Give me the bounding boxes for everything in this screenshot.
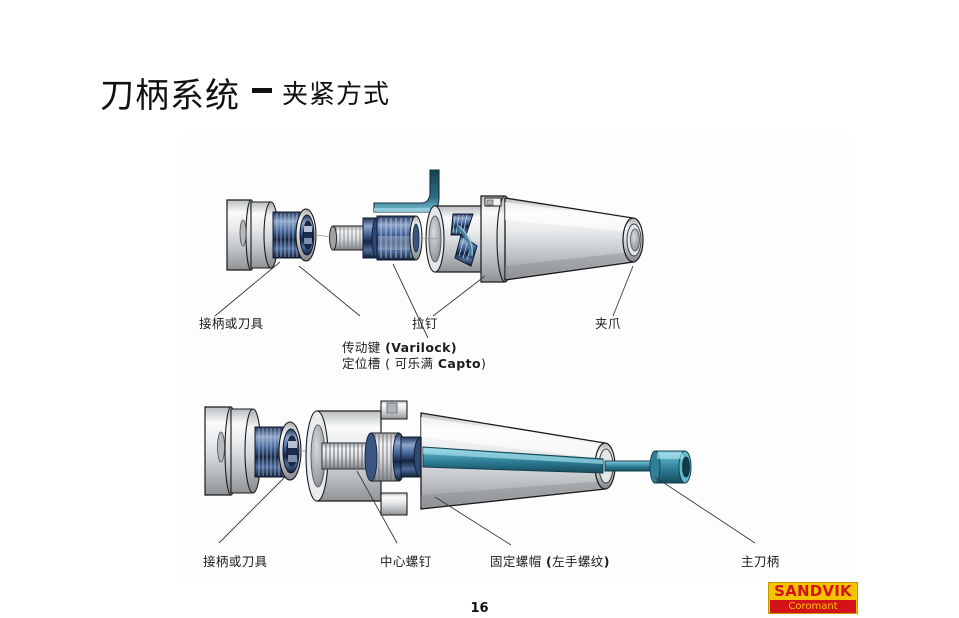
label-drive-key-line: 传动键 (Varilock) <box>342 340 457 355</box>
page-title: 刀柄系统 夹紧方式 <box>100 68 390 117</box>
figure-top-taper-clamping <box>185 140 845 375</box>
label-drive-key-locating-slot: 传动键 (Varilock) 定位槽 ( 可乐满 Capto) <box>342 340 486 372</box>
logo-brand-text: SANDVIK <box>774 582 852 600</box>
sandvik-coromant-logo: SANDVIK Coromant <box>768 582 858 614</box>
fixing-nut-part <box>364 432 406 482</box>
title-subtitle-text: 夹紧方式 <box>282 80 391 110</box>
label-clamping-claw: 夹爪 <box>595 316 621 331</box>
label-adapter-or-tool-bottom: 接柄或刀具 <box>203 554 268 569</box>
adapter-or-tool-part-bottom <box>204 406 302 496</box>
logo-subbrand-text: Coromant <box>788 601 838 612</box>
label-adapter-or-tool-top: 接柄或刀具 <box>199 316 264 331</box>
label-locating-slot-line: 定位槽 ( 可乐满 Capto) <box>342 356 487 371</box>
taper-holder-part <box>425 195 644 283</box>
leader-lines-bottom <box>218 470 756 546</box>
page-number: 16 <box>470 601 489 616</box>
clamping-claw-part <box>450 213 478 267</box>
figure-bottom-center-screw-clamping <box>185 385 845 575</box>
label-main-holder: 主刀柄 <box>741 554 780 569</box>
adapter-or-tool-part <box>226 199 317 271</box>
label-fixing-nut: 固定螺帽 (左手螺纹) <box>490 554 610 569</box>
logo-sub-band: Coromant <box>770 600 856 613</box>
title-dash-icon <box>252 88 272 93</box>
title-main-text: 刀柄系统 <box>100 76 240 116</box>
hex-wrench-icon <box>373 169 440 213</box>
label-center-screw: 中心螺钉 <box>380 554 432 569</box>
center-screw-part <box>422 446 692 484</box>
leader-lines <box>214 261 634 339</box>
pull-stud-part <box>329 215 423 261</box>
label-pull-stud: 拉钉 <box>412 316 438 331</box>
